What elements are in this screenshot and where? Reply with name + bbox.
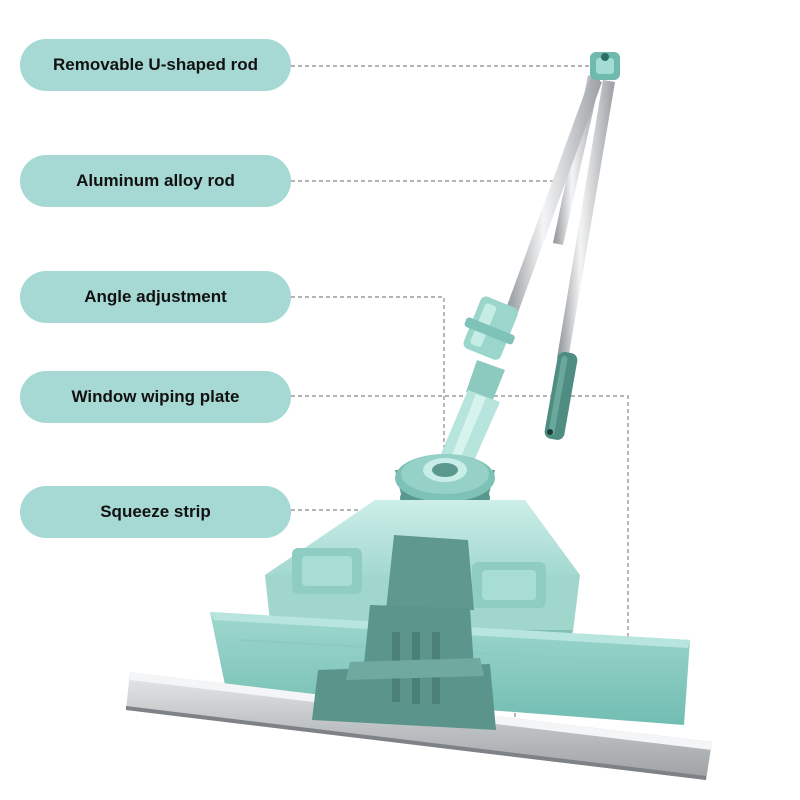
callout-window-wiping-plate: Window wiping plate	[20, 371, 291, 423]
callout-removable-u-shaped-rod: Removable U-shaped rod	[20, 39, 291, 91]
callout-angle-adjustment: Angle adjustment	[20, 271, 291, 323]
aluminum-alloy-rod	[440, 78, 602, 470]
squeeze-clamp	[312, 535, 496, 730]
callout-label: Removable U-shaped rod	[53, 55, 258, 74]
callout-squeeze-strip: Squeeze strip	[20, 486, 291, 538]
callout-label: Window wiping plate	[71, 387, 240, 406]
leader-line-plate	[291, 395, 629, 700]
angle-adjustment-knob	[395, 454, 495, 516]
callout-label: Squeeze strip	[100, 502, 211, 521]
callout-label: Aluminum alloy rod	[76, 171, 235, 190]
leader-line-angle	[291, 296, 445, 458]
callout-label: Angle adjustment	[84, 287, 227, 306]
callout-aluminum-alloy-rod: Aluminum alloy rod	[20, 155, 291, 207]
